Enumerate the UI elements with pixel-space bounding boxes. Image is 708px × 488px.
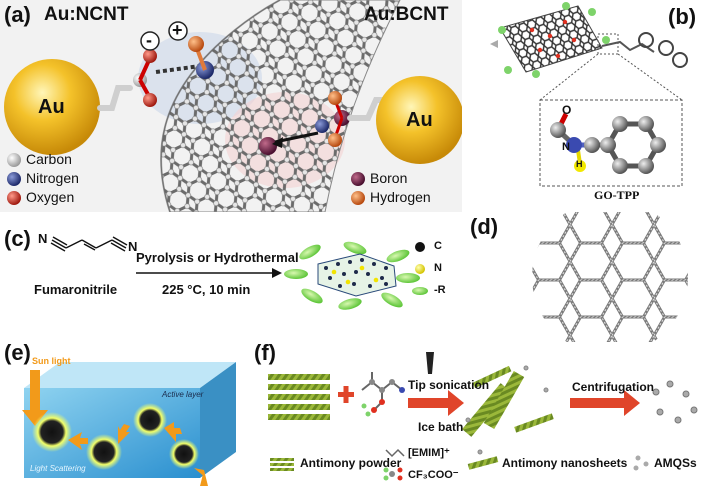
panel-e-label: (e) bbox=[4, 340, 31, 365]
atom-o: O bbox=[562, 103, 572, 117]
panel-b-illustration bbox=[490, 2, 688, 187]
au-right-sphere bbox=[376, 76, 462, 164]
legend-carbon-dot bbox=[7, 153, 21, 167]
legend-cf3-icon bbox=[383, 467, 403, 481]
legend-oxygen-dot bbox=[7, 191, 21, 205]
sun-light-label: Sun light bbox=[32, 356, 71, 366]
panel-e-illustration bbox=[22, 362, 236, 486]
panel-f-illustration bbox=[268, 352, 698, 481]
panel-c-label: (c) bbox=[4, 226, 31, 251]
legend-n-dot bbox=[415, 264, 425, 274]
panel-a-illustration bbox=[0, 0, 462, 212]
step-centrifugation: Centrifugation bbox=[572, 380, 654, 394]
minus-charge: - bbox=[146, 30, 152, 50]
legend-antimony-powder: Antimony powder bbox=[300, 456, 402, 470]
condition-bottom: 225 °C, 10 min bbox=[162, 282, 251, 297]
au-left-sphere bbox=[4, 59, 100, 155]
panel-c: (c) N N Fumaronitrile Pyrolysis or Hydro… bbox=[0, 222, 462, 332]
fumaronitrile-n-left: N bbox=[38, 231, 48, 246]
legend-amqs-icon bbox=[633, 455, 649, 471]
fumaronitrile-n-right: N bbox=[128, 239, 138, 254]
legend-nitrogen: Nitrogen bbox=[26, 170, 79, 186]
legend-sheets-icon bbox=[467, 456, 499, 470]
legend-nitrogen-dot bbox=[7, 172, 21, 186]
step-ice-bath: Ice bath bbox=[418, 420, 464, 434]
legend-n: N bbox=[434, 262, 442, 274]
panel-e: (e) Sun light Active layer Light Scatter… bbox=[0, 340, 250, 488]
legend-oxygen: Oxygen bbox=[26, 189, 75, 205]
legend-c-dot bbox=[415, 242, 425, 252]
panel-a-label: (a) bbox=[4, 2, 31, 27]
panel-d-label: (d) bbox=[470, 214, 499, 239]
au-left-text: Au bbox=[38, 96, 65, 118]
panel-f: (f) Tip sonication Ice bath Centrifugati… bbox=[254, 340, 708, 488]
nanosheet-cluster bbox=[462, 365, 554, 437]
panel-d-framework bbox=[532, 212, 688, 342]
panel-d: (d) bbox=[470, 212, 708, 342]
legend-boron: Boron bbox=[370, 170, 408, 186]
panel-b-label: (b) bbox=[668, 4, 697, 29]
legend-amqss: AMQSs bbox=[654, 456, 697, 470]
step-tip-sonication: Tip sonication bbox=[408, 378, 490, 392]
au-bcnt-title: Au:BCNT bbox=[364, 4, 449, 25]
plus-charge: + bbox=[172, 20, 183, 40]
au-ncnt-title: Au:NCNT bbox=[44, 4, 129, 25]
legend-c: C bbox=[434, 240, 442, 252]
legend-boron-dot bbox=[351, 172, 365, 186]
atom-h: H bbox=[576, 159, 583, 169]
panel-f-label: (f) bbox=[254, 340, 276, 365]
graphene-oxide-sheet bbox=[499, 5, 603, 73]
active-layer-label: Active layer bbox=[162, 390, 204, 399]
legend-powder-icon bbox=[270, 458, 294, 471]
au-right-text: Au bbox=[406, 109, 433, 131]
legend-carbon: Carbon bbox=[26, 151, 72, 167]
legend-hydrogen: Hydrogen bbox=[370, 189, 431, 205]
legend-emim-icon bbox=[385, 448, 405, 458]
legend-r-dot bbox=[412, 287, 428, 295]
legend-cf3coo: CF₃COO⁻ bbox=[408, 469, 459, 481]
legend-antimony-nanosheets: Antimony nanosheets bbox=[502, 456, 628, 470]
legend-emim: [EMIM]⁺ bbox=[408, 447, 450, 459]
light-scattering-label: Light Scattering bbox=[30, 464, 86, 473]
legend-r: -R bbox=[434, 284, 446, 296]
go-tpp-caption: GO-TPP bbox=[594, 188, 640, 202]
precursor-name: Fumaronitrile bbox=[34, 282, 118, 297]
condition-top: Pyrolysis or Hydrothermal bbox=[136, 250, 299, 265]
panel-c-illustration bbox=[50, 236, 428, 310]
panel-b: (b) O N H GO-TPP bbox=[470, 0, 708, 212]
atom-n: N bbox=[562, 141, 570, 153]
panel-a: (a) Au:NCNT Au:BCNT Au Au - + Carbon Nit… bbox=[0, 0, 462, 212]
carbon-dot-cluster bbox=[284, 241, 420, 310]
legend-hydrogen-dot bbox=[351, 191, 365, 205]
antimony-powder-stack bbox=[268, 374, 330, 420]
